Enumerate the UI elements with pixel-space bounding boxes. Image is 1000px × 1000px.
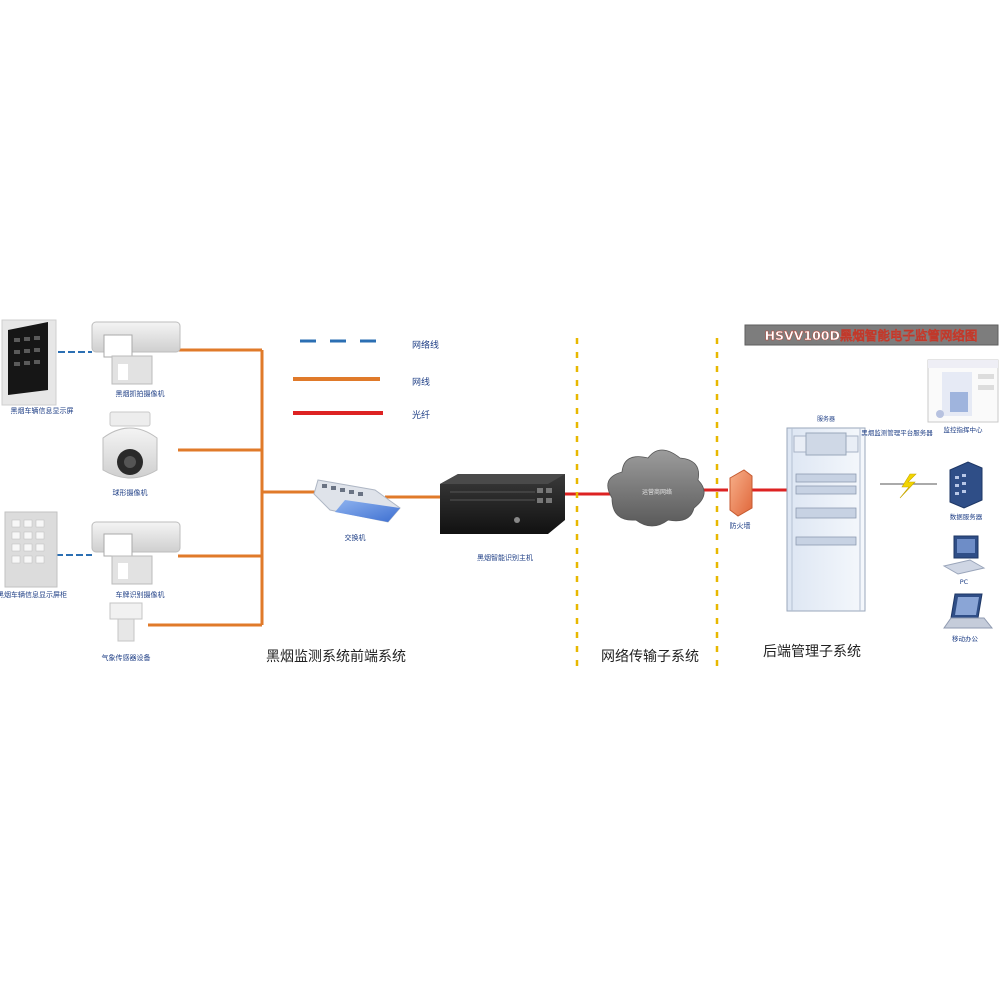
dome-camera-label: 球形摄像机 xyxy=(113,488,148,497)
camera-bottom-label: 车牌识别摄像机 xyxy=(116,590,165,599)
legend-fiber-line-label: 光纤 xyxy=(412,409,430,421)
pc-label: PC xyxy=(960,578,969,586)
keypad-box-device: 黑烟车辆信息显示屏柜 xyxy=(0,511,67,599)
server-box-label: 数据服务器 xyxy=(950,512,983,521)
cloud-device: 运营商网络 xyxy=(607,449,705,527)
cloud-icon xyxy=(607,449,705,527)
rack-label: 服务器 xyxy=(817,415,835,423)
laptop-device: 移动办公 xyxy=(943,593,994,643)
monitor-screen-device: 监控指挥中心 xyxy=(927,359,999,434)
firewall-device: 防火墙 xyxy=(729,469,753,530)
plate-display-device: 黑烟车辆信息显示屏 xyxy=(1,319,74,415)
nvr-device: 黑烟智能识别主机 xyxy=(440,474,565,562)
legend-fiber-line: 光纤 xyxy=(293,409,430,421)
keypad-box-label: 黑烟车辆信息显示屏柜 xyxy=(0,590,67,599)
weather-sensor-device: 气象传感器设备 xyxy=(102,602,151,662)
monitor-screen-label: 监控指挥中心 xyxy=(944,425,984,434)
server-box-device: 数据服务器 xyxy=(949,461,983,521)
section-backend-label: 后端管理子系统 xyxy=(763,644,861,660)
rack-icon xyxy=(786,427,866,612)
laptop-label: 移动办公 xyxy=(952,634,979,643)
title-banner-bg xyxy=(744,324,999,346)
cloud-label: 运营商网络 xyxy=(642,488,672,496)
weather-sensor-label: 气象传感器设备 xyxy=(102,653,151,662)
legend: 网络线 网线 光纤 xyxy=(293,339,439,421)
legend-cable-line-label: 网线 xyxy=(412,376,430,388)
firewall-label: 防火墙 xyxy=(730,521,751,530)
legend-network-line: 网络线 xyxy=(300,339,439,351)
section-network-label: 网络传输子系统 xyxy=(601,649,699,665)
lightning-bolt-icon xyxy=(899,473,917,499)
switch-label: 交换机 xyxy=(345,533,366,542)
nvr-label: 黑烟智能识别主机 xyxy=(477,553,533,562)
plate-display-label: 黑烟车辆信息显示屏 xyxy=(11,406,74,415)
camera-top-device: 黑烟抓拍摄像机 xyxy=(91,321,181,398)
plate-display-screen-icon xyxy=(8,322,48,395)
rack-device: 服务器 黑烟监测管理平台服务器 xyxy=(786,415,933,612)
dome-camera-device: 球形摄像机 xyxy=(102,411,158,497)
camera-top-label: 黑烟抓拍摄像机 xyxy=(116,389,165,398)
nvr-icon xyxy=(440,474,565,534)
switch-device: 交换机 xyxy=(313,479,401,542)
weather-sensor-icon xyxy=(109,602,143,620)
firewall-icon xyxy=(729,469,753,517)
pc-device: PC xyxy=(942,535,986,586)
camera-bottom-device: 车牌识别摄像机 xyxy=(91,521,181,599)
rack-note-label: 黑烟监测管理平台服务器 xyxy=(861,428,933,437)
legend-cable-line: 网线 xyxy=(293,376,430,388)
title-banner: HSVV100D黑烟智能电子监管网络图 xyxy=(744,324,999,346)
section-front-label: 黑烟监测系统前端系统 xyxy=(266,648,406,665)
title-banner-text: HSVV100D黑烟智能电子监管网络图 xyxy=(765,328,978,343)
legend-network-line-label: 网络线 xyxy=(412,339,439,351)
